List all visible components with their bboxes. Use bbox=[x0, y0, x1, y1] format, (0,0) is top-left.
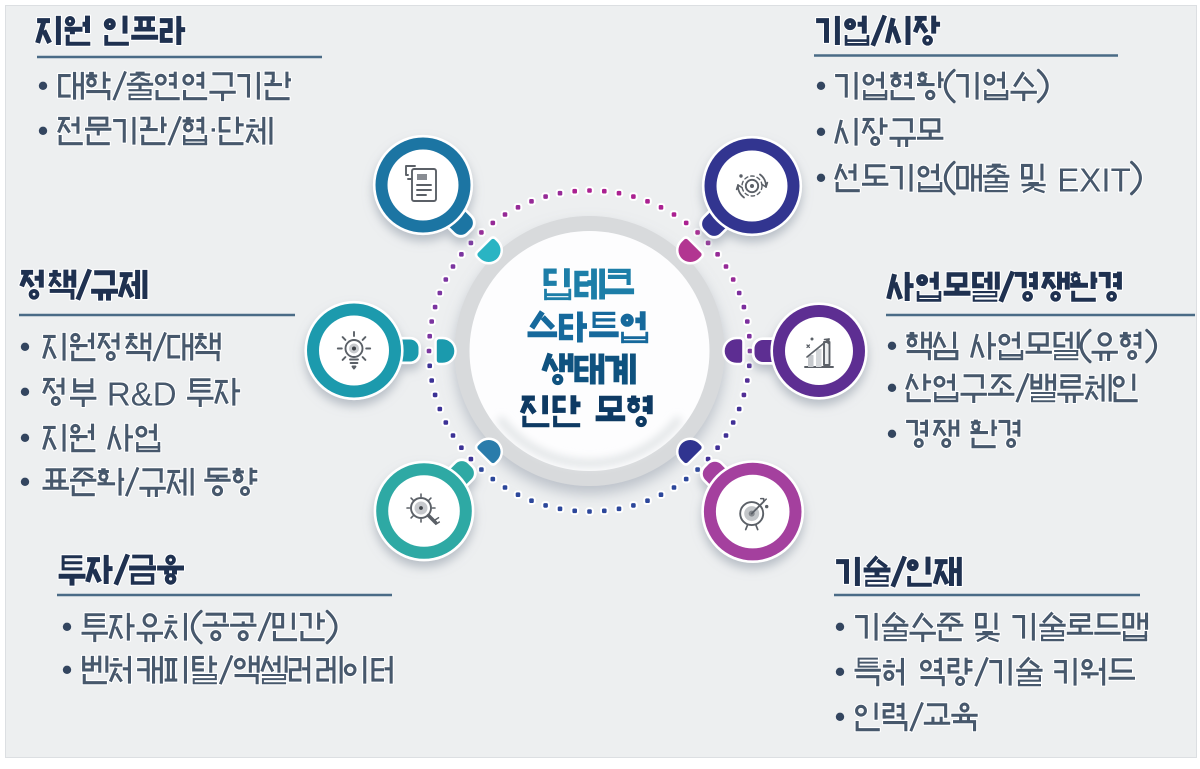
svg-text:I: I bbox=[1101, 161, 1110, 198]
svg-text:&: & bbox=[131, 375, 153, 412]
svg-text:D: D bbox=[153, 375, 177, 412]
svg-text:D: D bbox=[153, 375, 177, 412]
svg-text:T: T bbox=[1111, 161, 1131, 198]
svg-text:R: R bbox=[107, 375, 131, 412]
svg-text:R: R bbox=[107, 375, 131, 412]
svg-text:X: X bbox=[1079, 161, 1101, 198]
svg-text:X: X bbox=[1079, 161, 1101, 198]
svg-text:&: & bbox=[131, 375, 153, 412]
svg-text:E: E bbox=[1057, 161, 1079, 198]
svg-text:I: I bbox=[1101, 161, 1110, 198]
svg-text:E: E bbox=[1057, 161, 1079, 198]
svg-text:T: T bbox=[1111, 161, 1131, 198]
